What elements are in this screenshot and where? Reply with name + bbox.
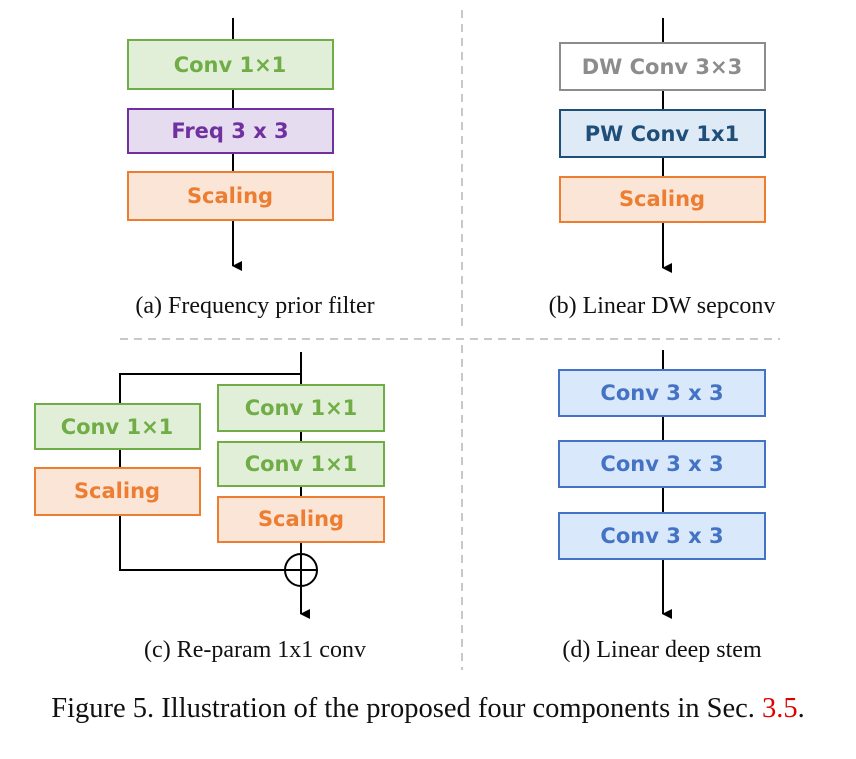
panel-c-right-block-conv-2 xyxy=(217,441,385,487)
panel-c-left-block-conv xyxy=(34,403,201,450)
figure-diagram: Conv 1×1 Freq 3 x 3 Scaling (a) Frequenc… xyxy=(34,10,780,670)
panel-c-right-block-conv-1-label: Conv 1×1 xyxy=(245,396,358,420)
panel-a-block-scaling-label: Scaling xyxy=(187,184,273,208)
panel-b: DW Conv 3×3 PW Conv 1x1 Scaling (b) Line… xyxy=(549,18,776,319)
panel-b-block-scaling-label: Scaling xyxy=(619,187,705,211)
panel-b-block-dwconv-label: DW Conv 3×3 xyxy=(582,55,743,79)
panel-a-block-conv-label: Conv 1×1 xyxy=(174,53,287,77)
panel-c-left-block-conv-label: Conv 1×1 xyxy=(61,415,174,439)
panel-c-right-block-scaling-label: Scaling xyxy=(258,507,344,531)
panel-c-right-block-scaling xyxy=(217,496,385,543)
panel-d: Conv 3 x 3 Conv 3 x 3 Conv 3 x 3 (d) Lin… xyxy=(558,350,766,663)
section-reference-link[interactable]: 3.5 xyxy=(762,693,798,724)
panel-c-right-block-conv-2-label: Conv 1×1 xyxy=(245,452,358,476)
figure-caption-period: . xyxy=(797,693,805,724)
panel-d-caption: (d) Linear deep stem xyxy=(562,637,762,663)
panel-c-caption: (c) Re-param 1x1 conv xyxy=(144,637,366,663)
panel-d-block-conv-3 xyxy=(558,512,766,560)
panel-a-block-freq-label: Freq 3 x 3 xyxy=(171,119,288,143)
panel-a: Conv 1×1 Freq 3 x 3 Scaling (a) Frequenc… xyxy=(127,18,375,319)
panel-a-block-scaling xyxy=(127,171,334,221)
panel-d-block-conv-2 xyxy=(558,440,766,488)
panel-c: Conv 1×1 Scaling Conv 1×1 Conv 1×1 Scali… xyxy=(34,352,385,663)
panel-b-block-pwconv xyxy=(559,109,766,158)
panel-b-block-pwconv-label: PW Conv 1x1 xyxy=(585,122,739,146)
panel-c-right-block-conv-1 xyxy=(217,384,385,432)
panel-c-left-block-scaling xyxy=(34,467,201,516)
panel-d-block-conv-1 xyxy=(558,369,766,417)
panel-b-block-scaling xyxy=(559,176,766,223)
figure-caption-text: Figure 5. Illustration of the proposed f… xyxy=(51,693,763,724)
panel-c-left-block-scaling-label: Scaling xyxy=(74,479,160,503)
panel-b-caption: (b) Linear DW sepconv xyxy=(549,293,776,319)
panel-d-block-conv-3-label: Conv 3 x 3 xyxy=(600,524,723,548)
panel-a-block-freq xyxy=(127,108,334,154)
figure-caption: Figure 5. Illustration of the proposed f… xyxy=(0,693,856,725)
panel-a-caption: (a) Frequency prior filter xyxy=(135,293,374,319)
panel-a-block-conv xyxy=(127,39,334,90)
panel-d-block-conv-2-label: Conv 3 x 3 xyxy=(600,452,723,476)
panel-d-block-conv-1-label: Conv 3 x 3 xyxy=(600,381,723,405)
panel-c-add-icon xyxy=(284,553,318,587)
panel-b-block-dwconv xyxy=(559,42,766,91)
